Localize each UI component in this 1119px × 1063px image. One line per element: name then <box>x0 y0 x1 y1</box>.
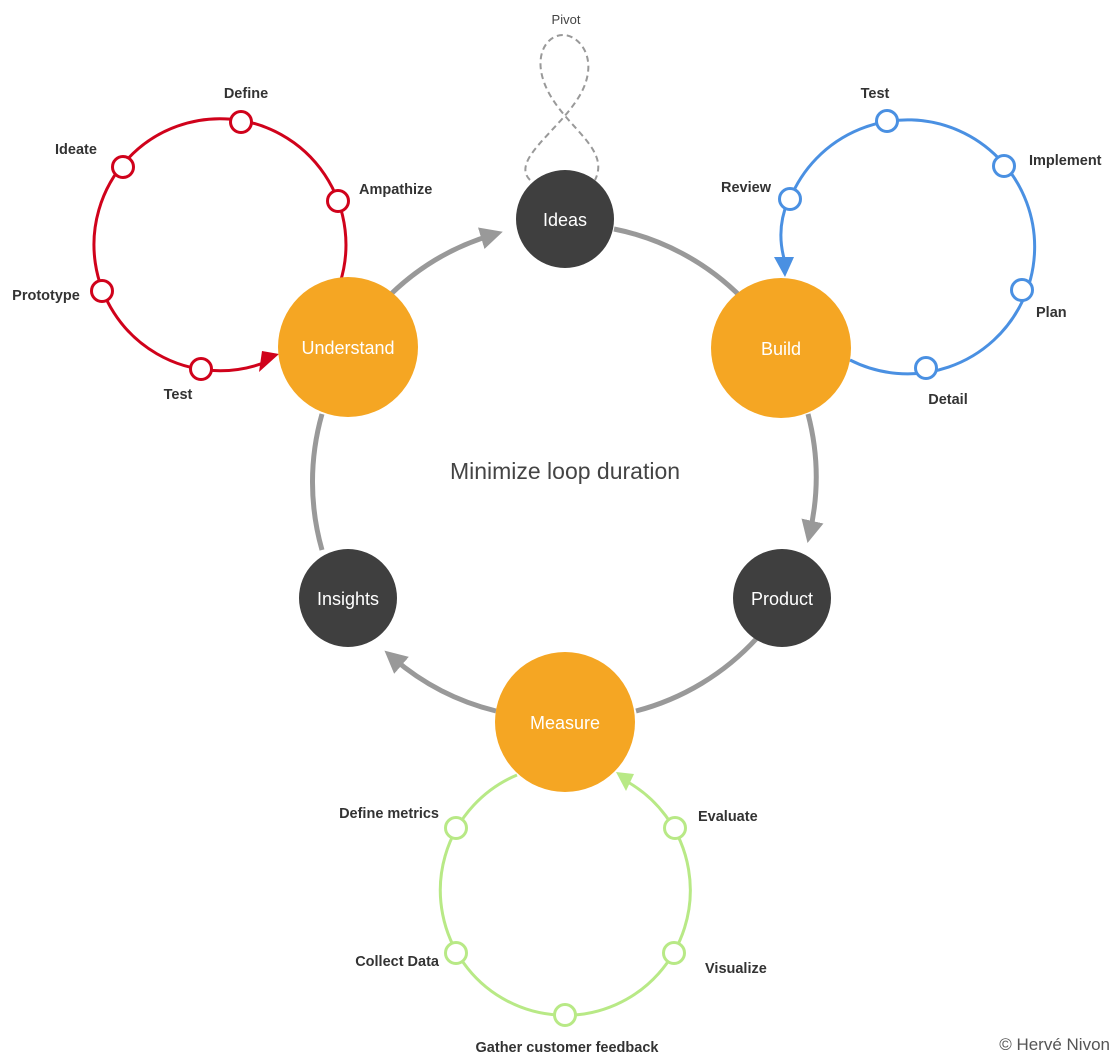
node-build-label: Build <box>761 339 801 359</box>
build-loop-arrowhead <box>774 257 794 277</box>
arc-product-to-measure <box>635 636 759 714</box>
node-ideas-label: Ideas <box>543 210 587 230</box>
understand-loop-arrowhead <box>259 351 279 372</box>
understand-step-test-label: Test <box>164 387 193 403</box>
build-loop-ring <box>788 118 1037 376</box>
understand-step-test-point[interactable] <box>189 357 213 381</box>
build-step-implement-label: Implement <box>1029 153 1102 169</box>
understand-step-ampathize-label: Ampathize <box>359 182 432 198</box>
pivot-label: Pivot <box>552 12 581 27</box>
measure-step-define-metrics-label: Define metrics <box>339 806 439 822</box>
understand-step-define-label: Define <box>224 86 268 102</box>
understand-step-ideate-point[interactable] <box>111 155 135 179</box>
pivot-loop: Pivot <box>524 12 600 181</box>
measure-step-collect-data-label: Collect Data <box>355 954 440 970</box>
measure-step-gather-feedback-label: Gather customer feedback <box>476 1040 660 1056</box>
understand-step-ideate-label: Ideate <box>55 142 97 158</box>
copyright-credit: © Hervé Nivon <box>999 1035 1110 1054</box>
node-understand-label: Understand <box>301 338 394 358</box>
arc-understand-to-ideas <box>389 227 503 296</box>
node-understand[interactable]: Understand <box>278 277 418 417</box>
arc-ideas-to-build <box>613 226 744 300</box>
main-nodes: Ideas Build Product Measure Insights Und… <box>278 170 851 792</box>
node-product-label: Product <box>751 589 813 609</box>
arc-insights-to-understand <box>310 413 325 551</box>
build-step-plan-label: Plan <box>1036 305 1067 321</box>
build-loop-labels: Test Implement Review Plan Detail <box>721 86 1102 408</box>
node-measure-label: Measure <box>530 713 600 733</box>
build-loop <box>774 109 1037 380</box>
build-step-test-label: Test <box>861 86 890 102</box>
measure-loop <box>438 772 692 1027</box>
measure-step-gather-feedback-point[interactable] <box>553 1003 577 1027</box>
arc-build-to-product <box>801 413 824 543</box>
build-step-plan-point[interactable] <box>1010 278 1034 302</box>
build-loop-points <box>778 109 1034 380</box>
measure-loop-labels: Define metrics Evaluate Collect Data Vis… <box>339 806 767 1056</box>
measure-step-evaluate-label: Evaluate <box>698 809 758 825</box>
node-measure[interactable]: Measure <box>495 652 635 792</box>
measure-step-define-metrics-point[interactable] <box>444 816 468 840</box>
understand-step-define-point[interactable] <box>229 110 253 134</box>
understand-loop-labels: Define Ideate Ampathize Prototype Test <box>12 86 432 403</box>
build-step-test-point[interactable] <box>875 109 899 133</box>
node-ideas[interactable]: Ideas <box>516 170 614 268</box>
understand-loop-points <box>90 110 350 381</box>
measure-step-visualize-point[interactable] <box>662 941 686 965</box>
understand-step-ampathize-point[interactable] <box>326 189 350 213</box>
build-step-review-label: Review <box>721 180 772 196</box>
build-step-review-point[interactable] <box>778 187 802 211</box>
node-product[interactable]: Product <box>733 549 831 647</box>
measure-loop-ring <box>438 773 692 1017</box>
understand-step-prototype-label: Prototype <box>12 288 80 304</box>
build-step-detail-label: Detail <box>928 392 968 408</box>
build-step-implement-point[interactable] <box>992 154 1016 178</box>
measure-loop-points <box>444 816 687 1027</box>
measure-step-visualize-label: Visualize <box>705 961 767 977</box>
node-insights-label: Insights <box>317 589 379 609</box>
arc-measure-to-insights <box>384 650 497 714</box>
main-loop <box>310 226 824 714</box>
understand-loop <box>90 110 350 381</box>
center-caption: Minimize loop duration <box>450 458 680 484</box>
understand-step-prototype-point[interactable] <box>90 279 114 303</box>
pivot-dashed-line <box>524 33 600 181</box>
measure-step-evaluate-point[interactable] <box>663 816 687 840</box>
measure-step-collect-data-point[interactable] <box>444 941 468 965</box>
node-build[interactable]: Build <box>711 278 851 418</box>
build-step-detail-point[interactable] <box>914 356 938 380</box>
node-insights[interactable]: Insights <box>299 549 397 647</box>
measure-loop-arrowhead <box>616 772 634 791</box>
